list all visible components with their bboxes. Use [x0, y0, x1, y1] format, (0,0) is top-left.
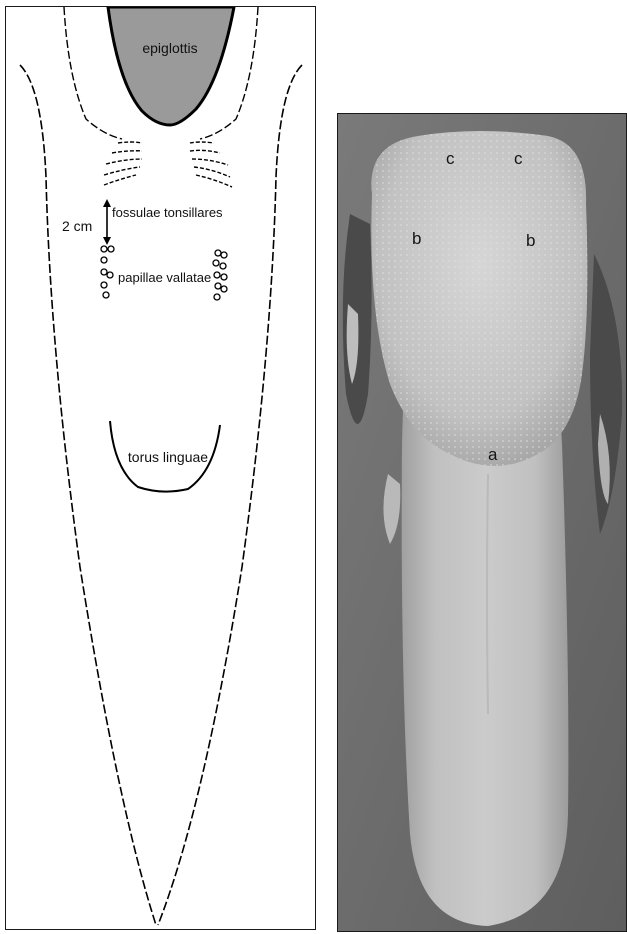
marker-b-right: b [526, 231, 535, 250]
schematic-panel: epiglottis fossulae tonsillares 2 cm [5, 6, 316, 930]
epiglottis-shape [108, 7, 234, 125]
fossulae-label: fossulae tonsillares [112, 205, 223, 220]
tongue-outline-left [20, 65, 156, 925]
marker-b-left: b [412, 229, 421, 248]
measurement-arrowhead-bottom [103, 237, 111, 245]
papillae-right [213, 250, 227, 300]
fossulae-left [104, 142, 142, 185]
papillae-left [101, 246, 114, 298]
torus-linguae-label: torus linguae [128, 449, 208, 465]
epiglottis-label: epiglottis [142, 40, 197, 56]
tongue-photo-image: c c b b a [338, 114, 626, 931]
marker-a: a [488, 445, 498, 464]
measurement-label: 2 cm [62, 218, 92, 234]
marker-c-left: c [446, 149, 455, 168]
median-groove [487, 474, 488, 714]
fossulae-right [190, 142, 232, 187]
papillae-label: papillae vallatae [118, 270, 211, 285]
tongue-outline-right [158, 65, 302, 925]
measurement-arrowhead-top [103, 199, 111, 207]
tongue-schematic: epiglottis fossulae tonsillares 2 cm [6, 7, 315, 929]
marker-c-right: c [514, 149, 523, 168]
tongue-photo: c c b b a [337, 113, 627, 932]
